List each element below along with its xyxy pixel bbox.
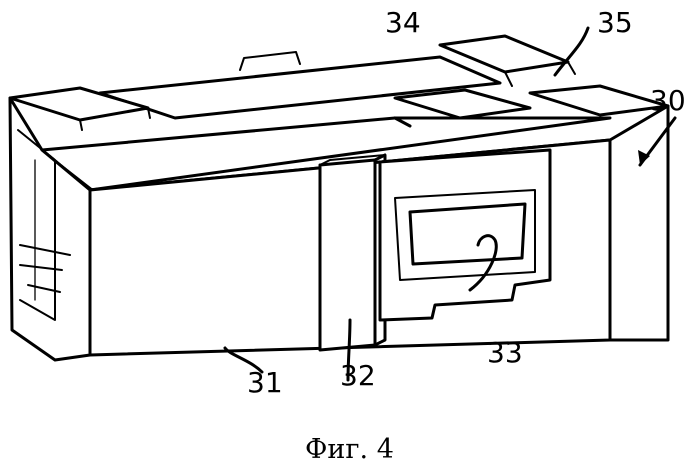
figure-caption: Фиг. 4	[305, 434, 394, 465]
label-34: 34	[385, 6, 421, 39]
label-35: 35	[597, 6, 633, 39]
label-30: 30	[650, 84, 686, 117]
clip-band	[320, 155, 385, 350]
label-31: 31	[247, 366, 283, 399]
label-32: 32	[340, 359, 376, 392]
label-33: 33	[487, 336, 523, 369]
connector-opening	[10, 98, 90, 360]
